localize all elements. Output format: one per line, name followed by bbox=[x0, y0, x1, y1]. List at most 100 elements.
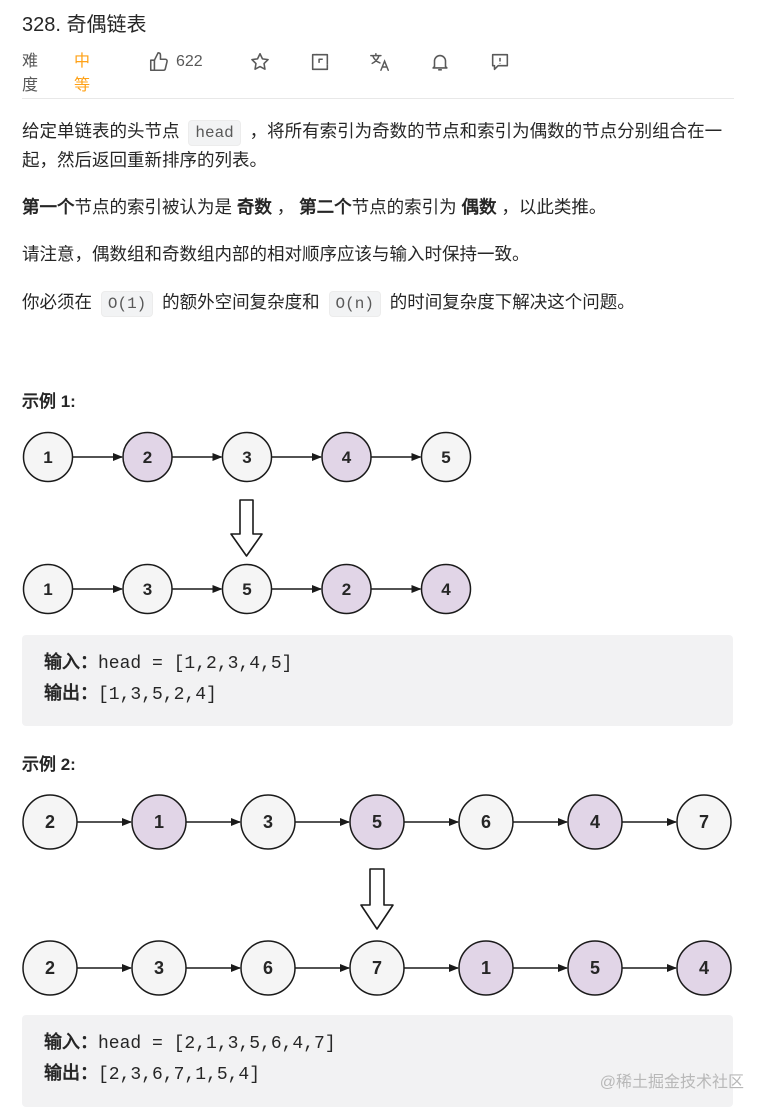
input-label: 输入： bbox=[44, 1034, 98, 1054]
problem-title: 328. 奇偶链表 bbox=[22, 14, 147, 36]
inline-code-on: O(n) bbox=[328, 291, 381, 317]
list-node-value: 3 bbox=[143, 580, 152, 599]
list-node-circle bbox=[22, 940, 78, 996]
list-node-value: 7 bbox=[372, 958, 382, 978]
text: 的额外空间复杂度和 bbox=[157, 292, 325, 312]
watermark: @稀土掘金技术社区 bbox=[599, 1074, 744, 1091]
share-icon bbox=[311, 53, 329, 71]
list-node-value: 5 bbox=[242, 580, 251, 599]
list-node-circle bbox=[458, 794, 514, 850]
list-node-circle bbox=[221, 431, 273, 483]
text: 你必须在 bbox=[22, 292, 97, 312]
description-paragraph-2: 第一个节点的索引被认为是 奇数 ， 第二个节点的索引为 偶数 ，以此类推。 bbox=[22, 193, 734, 222]
input-label: 输入： bbox=[44, 654, 98, 674]
list-node-value: 2 bbox=[143, 448, 152, 467]
list-node-circle bbox=[349, 794, 405, 850]
list-node-value: 6 bbox=[263, 958, 273, 978]
list-node-value: 4 bbox=[590, 812, 600, 832]
bold-text: 第二个 bbox=[299, 197, 352, 217]
list-node-value: 7 bbox=[699, 812, 709, 832]
list-node-value: 6 bbox=[481, 812, 491, 832]
list-node-circle bbox=[22, 794, 78, 850]
bell-icon bbox=[432, 54, 448, 71]
list-node-value: 3 bbox=[263, 812, 273, 832]
description-paragraph-3: 请注意，偶数组和奇数组内部的相对顺序应该与输入时保持一致。 bbox=[22, 244, 530, 264]
list-node-value: 1 bbox=[481, 958, 491, 978]
list-node-value: 2 bbox=[45, 958, 55, 978]
bold-text: 偶数 bbox=[461, 197, 497, 217]
list-node-circle bbox=[131, 940, 187, 996]
share-button[interactable] bbox=[309, 51, 331, 73]
list-node-circle bbox=[676, 940, 732, 996]
list-node-value: 3 bbox=[242, 448, 251, 467]
list-node-value: 1 bbox=[43, 580, 52, 599]
list-node-circle bbox=[131, 794, 187, 850]
text: 节点的索引为 bbox=[351, 197, 462, 217]
list-node-circle bbox=[567, 940, 623, 996]
list-node-value: 2 bbox=[342, 580, 351, 599]
list-node-value: 4 bbox=[342, 448, 352, 467]
example-2-code-block: 输入：head = [2,1,3,5,6,4,7] 输出：[2,3,6,7,1,… bbox=[22, 1015, 733, 1107]
translate-button[interactable] bbox=[369, 51, 391, 73]
notification-button[interactable] bbox=[429, 51, 451, 73]
list-node-circle bbox=[321, 563, 372, 615]
list-node-value: 5 bbox=[441, 448, 450, 467]
favorite-button[interactable] bbox=[249, 51, 271, 73]
example-2-input-list: 2 1 3 5 6 4 7 bbox=[22, 794, 732, 850]
example-1-output-list: 1 3 5 2 4 bbox=[22, 563, 472, 615]
text: ， bbox=[271, 197, 300, 217]
list-node-circle bbox=[321, 431, 372, 483]
feedback-button[interactable] bbox=[489, 51, 511, 73]
list-node-circle bbox=[122, 431, 173, 483]
list-node-circle bbox=[22, 431, 74, 483]
list-node-circle bbox=[349, 940, 405, 996]
feedback-icon bbox=[491, 53, 509, 71]
text: ，将所有索引为奇数的节点和索引为偶数的节点分别组合在一起，然后返回重新排序的列表… bbox=[22, 121, 723, 170]
list-node-circle bbox=[420, 563, 472, 615]
list-node-circle bbox=[567, 794, 623, 850]
list-node-circle bbox=[458, 940, 514, 996]
input-value: head = [1,2,3,4,5] bbox=[98, 654, 293, 674]
input-value: head = [2,1,3,5,6,4,7] bbox=[98, 1034, 336, 1054]
list-node-circle bbox=[676, 794, 732, 850]
inline-code-o1: O(1) bbox=[100, 291, 154, 317]
description-paragraph-4: 你必须在 O(1) 的额外空间复杂度和 O(n) 的时间复杂度下解决这个问题。 bbox=[22, 288, 734, 317]
like-button[interactable] bbox=[148, 51, 170, 73]
difficulty-value: 中等 bbox=[74, 53, 91, 94]
list-node-value: 1 bbox=[154, 812, 164, 832]
description-paragraph-1: 给定单链表的头节点 head ，将所有索引为奇数的节点和索引为偶数的节点分别组合… bbox=[22, 117, 734, 175]
output-label: 输出： bbox=[44, 1065, 98, 1085]
output-value: [2,3,6,7,1,5,4] bbox=[98, 1065, 261, 1085]
list-node-circle bbox=[221, 563, 273, 615]
text: ，以此类推。 bbox=[496, 197, 607, 217]
list-node-circle bbox=[22, 563, 74, 615]
bold-text: 奇数 bbox=[236, 197, 272, 217]
list-node-value: 4 bbox=[699, 958, 709, 978]
list-node-value: 5 bbox=[372, 812, 382, 832]
example-1-input-list: 1 2 3 4 5 bbox=[22, 431, 472, 483]
transform-arrow-1 bbox=[230, 499, 263, 557]
list-node-value: 1 bbox=[43, 448, 52, 467]
text: 节点的索引被认为是 bbox=[74, 197, 237, 217]
list-node-circle bbox=[122, 563, 173, 615]
example-1-heading: 示例 1: bbox=[22, 392, 76, 411]
list-node-value: 2 bbox=[45, 812, 55, 832]
translate-icon bbox=[370, 53, 389, 71]
bold-text: 第一个 bbox=[22, 197, 75, 217]
list-node-circle bbox=[420, 431, 472, 483]
list-node-circle bbox=[240, 794, 296, 850]
list-node-value: 5 bbox=[590, 958, 600, 978]
output-label: 输出： bbox=[44, 685, 98, 705]
output-value: [1,3,5,2,4] bbox=[98, 685, 217, 705]
thumbs-up-icon bbox=[149, 52, 168, 72]
example-2-heading: 示例 2: bbox=[22, 755, 76, 774]
transform-arrow-2 bbox=[360, 868, 394, 930]
text: 给定单链表的头节点 bbox=[22, 121, 185, 141]
example-1-code-block: 输入：head = [1,2,3,4,5] 输出：[1,3,5,2,4] bbox=[22, 635, 733, 726]
list-node-value: 4 bbox=[441, 580, 451, 599]
text: 的时间复杂度下解决这个问题。 bbox=[384, 292, 635, 312]
like-count: 622 bbox=[176, 53, 203, 70]
difficulty-label: 难度 bbox=[22, 53, 39, 94]
